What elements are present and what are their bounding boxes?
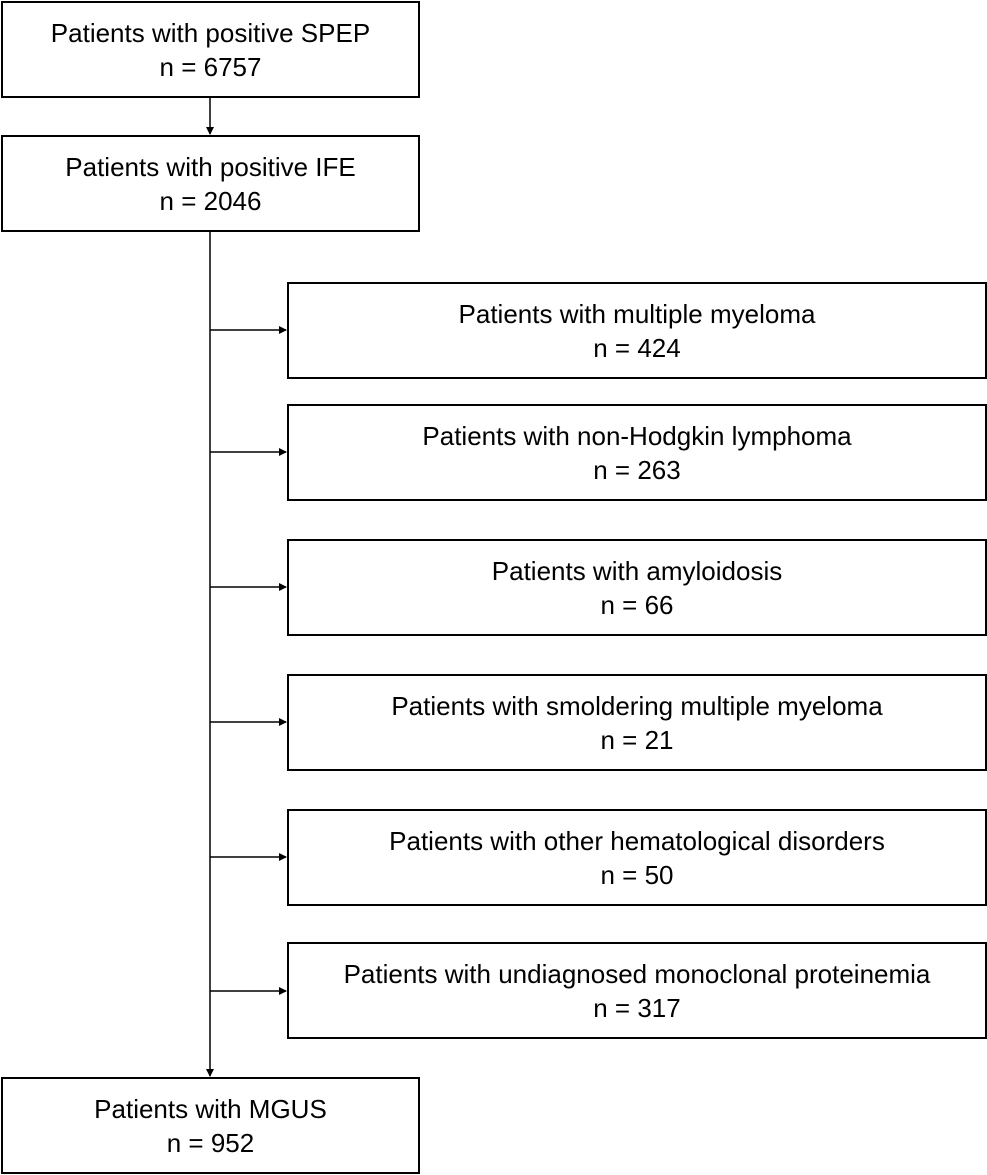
other-hematological-box: Patients with other hematological disord… [287,809,987,906]
undiagnosed-proteinemia-count: n = 317 [593,992,681,1023]
spep-count: n = 6757 [159,51,262,82]
undiagnosed-proteinemia-box: Patients with undiagnosed monoclonal pro… [287,942,987,1039]
ife-label: Patients with positive IFE [65,151,356,182]
spep-label: Patients with positive SPEP [50,17,371,48]
ife-count: n = 2046 [159,185,262,216]
smoldering-myeloma-label: Patients with smoldering multiple myelom… [391,690,883,721]
amyloidosis-box: Patients with amyloidosis n = 66 [287,539,987,636]
other-hematological-count: n = 50 [600,859,674,890]
smoldering-myeloma-box: Patients with smoldering multiple myelom… [287,674,987,771]
other-hematological-label: Patients with other hematological disord… [389,825,885,856]
mgus-box: Patients with MGUS n = 952 [1,1077,420,1174]
multiple-myeloma-label: Patients with multiple myeloma [458,298,816,329]
spep-box: Patients with positive SPEP n = 6757 [1,1,420,98]
amyloidosis-count: n = 66 [600,589,674,620]
multiple-myeloma-count: n = 424 [593,332,681,363]
amyloidosis-label: Patients with amyloidosis [491,555,783,586]
ife-box: Patients with positive IFE n = 2046 [1,135,420,232]
mgus-count: n = 952 [166,1127,255,1158]
multiple-myeloma-box: Patients with multiple myeloma n = 424 [287,282,987,379]
non-hodgkin-lymphoma-label: Patients with non-Hodgkin lymphoma [422,420,852,451]
non-hodgkin-lymphoma-box: Patients with non-Hodgkin lymphoma n = 2… [287,404,987,501]
non-hodgkin-lymphoma-count: n = 263 [593,454,681,485]
mgus-label: Patients with MGUS [94,1093,327,1124]
smoldering-myeloma-count: n = 21 [600,724,674,755]
undiagnosed-proteinemia-label: Patients with undiagnosed monoclonal pro… [343,958,931,989]
